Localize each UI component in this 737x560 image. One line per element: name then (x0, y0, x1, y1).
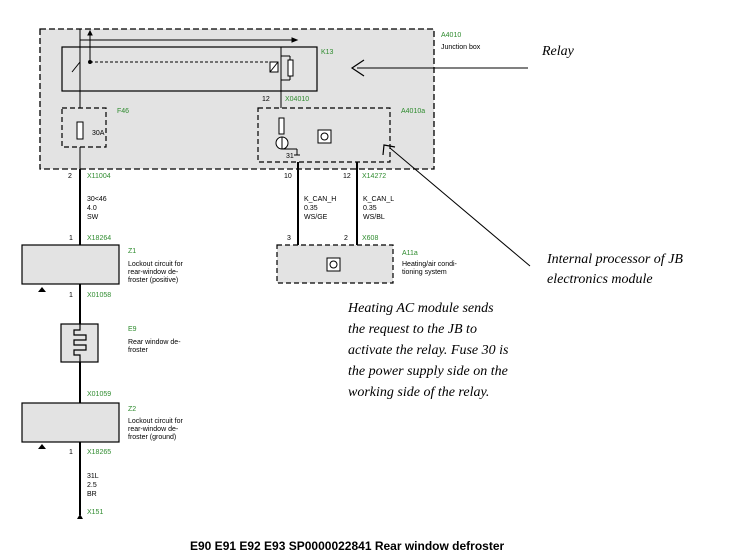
can-l-line1: K_CAN_L (363, 196, 394, 203)
e9-desc1: Rear window de- (128, 339, 181, 346)
a11a-icon (326, 257, 341, 272)
z2-pin-bottom: 1 (69, 449, 73, 456)
can-l-connector-top: X14272 (362, 173, 386, 180)
wire31-line2: 2.5 (87, 482, 97, 489)
ground-connector: X151 (87, 509, 103, 516)
wire31-line3: BR (87, 491, 97, 498)
annotation-relay: Relay (541, 44, 575, 59)
annotation-heating-2: the request to the JB to (348, 322, 477, 337)
can-l-pin-bottom: 2 (344, 235, 348, 242)
z1-pin-top: 1 (69, 235, 73, 242)
annotation-heating-1: Heating AC module sends (347, 301, 494, 316)
annotation-relay-arrow (350, 59, 365, 77)
wire30-line1: 30<46 (87, 196, 107, 203)
diagram-caption: E90 E91 E92 E93 SP0000022841 Rear window… (190, 539, 505, 553)
z1-ground-marker (38, 287, 46, 292)
z2-code: Z2 (128, 406, 136, 413)
can-l-line3: WS/BL (363, 214, 385, 221)
relay-switch-symbol (71, 29, 299, 170)
x04010-pin: 12 (262, 96, 270, 103)
annotation-heating-5: working side of the relay. (348, 385, 489, 400)
can-l-connector-bottom: X608 (362, 235, 378, 242)
wire30-connector: X11004 (87, 173, 111, 180)
z2-ground-marker (38, 444, 46, 449)
junction-box-name: Junction box (441, 44, 481, 51)
z1-desc1: Lockout circuit for (128, 261, 184, 268)
annotation-heating-4: the power supply side on the (348, 364, 508, 379)
z2-box (21, 402, 120, 443)
annotation-processor-line2: electronics module (547, 272, 653, 287)
z1-desc2: rear-window de- (128, 269, 179, 276)
jb-processor-icon-inner (320, 132, 329, 141)
annotation-heating-3: activate the relay. Fuse 30 is (348, 343, 509, 358)
a11a-icon-inner (329, 260, 338, 269)
x04010-code: X04010 (285, 96, 309, 103)
wire30-line3: SW (87, 214, 99, 221)
wire30-line2: 4.0 (87, 205, 97, 212)
jb-processor-icon (317, 129, 332, 144)
e9-code: E9 (128, 326, 137, 333)
z1-code: Z1 (128, 248, 136, 255)
annotation-processor-arrow (382, 144, 396, 156)
z1-desc3: froster (positive) (128, 277, 178, 284)
can-l-line2: 0.35 (363, 205, 377, 212)
z2-desc3: froster (ground) (128, 434, 176, 441)
can-h-pin-bottom: 3 (287, 235, 291, 242)
z2-desc1: Lockout circuit for (128, 418, 184, 425)
ground-31-label: 31 (286, 153, 294, 160)
fuse-symbol (76, 121, 84, 140)
z2-connector-bottom: X18265 (87, 449, 111, 456)
z2-desc2: rear-window de- (128, 426, 179, 433)
can-l-pin-top: 12 (343, 173, 351, 180)
fuse-f46-box (61, 107, 107, 148)
x01059-code: X01059 (87, 391, 111, 398)
junction-box-code: A4010 (441, 32, 461, 39)
ground-symbol (77, 514, 83, 519)
annotation-processor-line1: Internal processor of JB (546, 252, 683, 267)
e9-desc2: froster (128, 347, 149, 354)
can-h-line1: K_CAN_H (304, 196, 336, 203)
transistor-symbol (275, 117, 300, 156)
can-h-pin-top: 10 (284, 173, 292, 180)
can-h-line3: WS/GE (304, 214, 328, 221)
annotation-processor-line (389, 147, 531, 267)
a11a-code: A11a (402, 250, 418, 257)
can-h-line2: 0.35 (304, 205, 318, 212)
wire31-line1: 31L (87, 473, 99, 480)
relay-k13-box (61, 46, 318, 92)
a11a-desc2: tioning system (402, 269, 447, 276)
fuse-code: F46 (117, 108, 129, 115)
fuse-rating: 30A (92, 130, 105, 137)
relay-code: K13 (321, 49, 334, 56)
z1-box (21, 244, 120, 285)
z1-connector-bottom: X01058 (87, 292, 111, 299)
jb-electronics-code: A4010a (401, 108, 425, 115)
wire30-pin: 2 (68, 173, 72, 180)
z1-connector-top: X18264 (87, 235, 111, 242)
z1-pin-bottom: 1 (69, 292, 73, 299)
a11a-desc1: Heating/air condi- (402, 261, 458, 268)
e9-heater-symbol (73, 324, 87, 362)
